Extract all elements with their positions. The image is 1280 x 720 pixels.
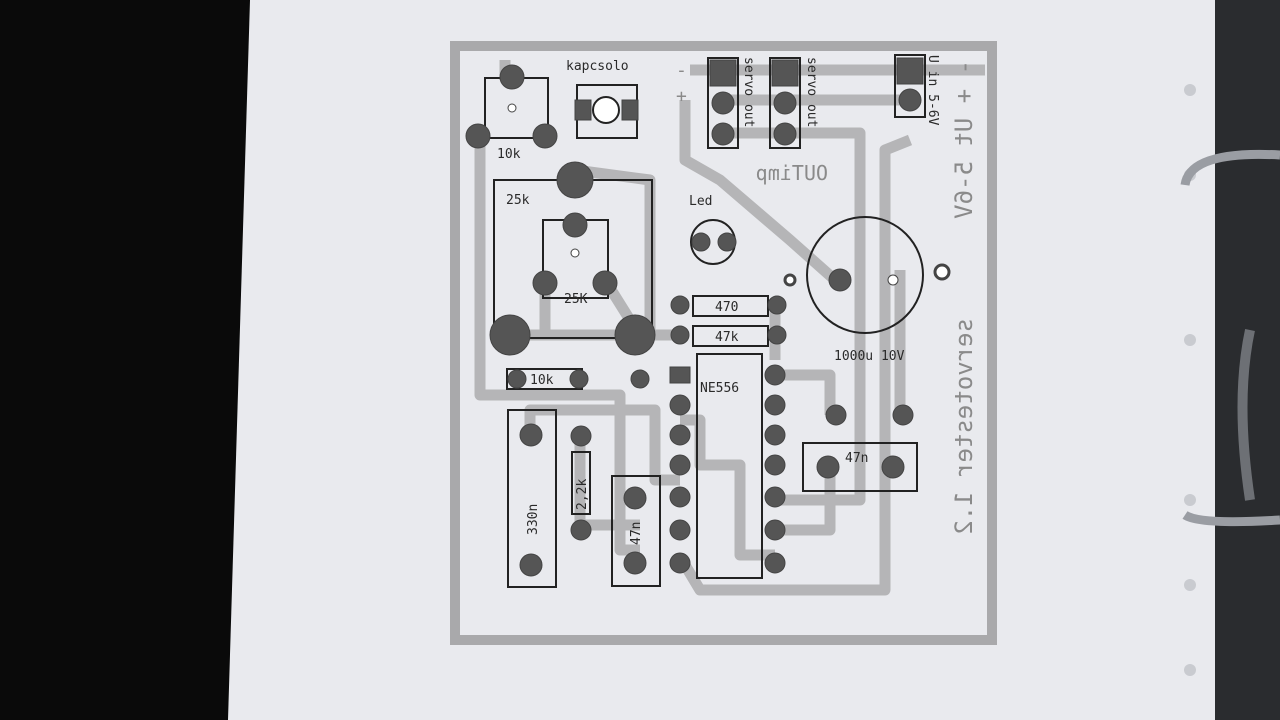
pads xyxy=(465,57,951,577)
label-minus: - xyxy=(676,60,687,81)
label-pot-25k-outer: 25k xyxy=(506,193,530,208)
label-cap-330n: 330n xyxy=(526,504,541,535)
label-r-10k: 10k xyxy=(530,373,554,388)
binder-rings xyxy=(1180,149,1280,527)
label-ic: NE556 xyxy=(700,381,739,396)
label-pot-10k: 10k xyxy=(497,147,521,162)
label-out-imp: OUTimp xyxy=(756,161,828,185)
label-led: Led xyxy=(689,194,712,209)
traces xyxy=(474,60,985,596)
label-plus: + xyxy=(676,86,687,107)
label-r-47k: 47k xyxy=(715,330,739,345)
label-servo-out-1: servo out xyxy=(741,57,756,127)
label-cap-electrolytic: 1000u 10V xyxy=(834,349,905,364)
label-u-in: U in 5-6V xyxy=(925,55,940,126)
label-servo-out-2: servo out xyxy=(804,57,819,127)
label-pot-25k-inner: 25K xyxy=(564,292,588,307)
label-supply: - + Ut 5-6V xyxy=(950,60,978,219)
label-cap-47n-right: 47n xyxy=(845,451,868,466)
label-r-2k2: 2,2k xyxy=(575,479,590,510)
label-r-470: 470 xyxy=(715,300,738,315)
label-cap-47n-left: 47n xyxy=(629,522,644,545)
board-title: servotester 1.2 xyxy=(950,318,978,535)
label-switch: kapcsolo xyxy=(566,59,629,74)
board-outline xyxy=(450,41,997,645)
